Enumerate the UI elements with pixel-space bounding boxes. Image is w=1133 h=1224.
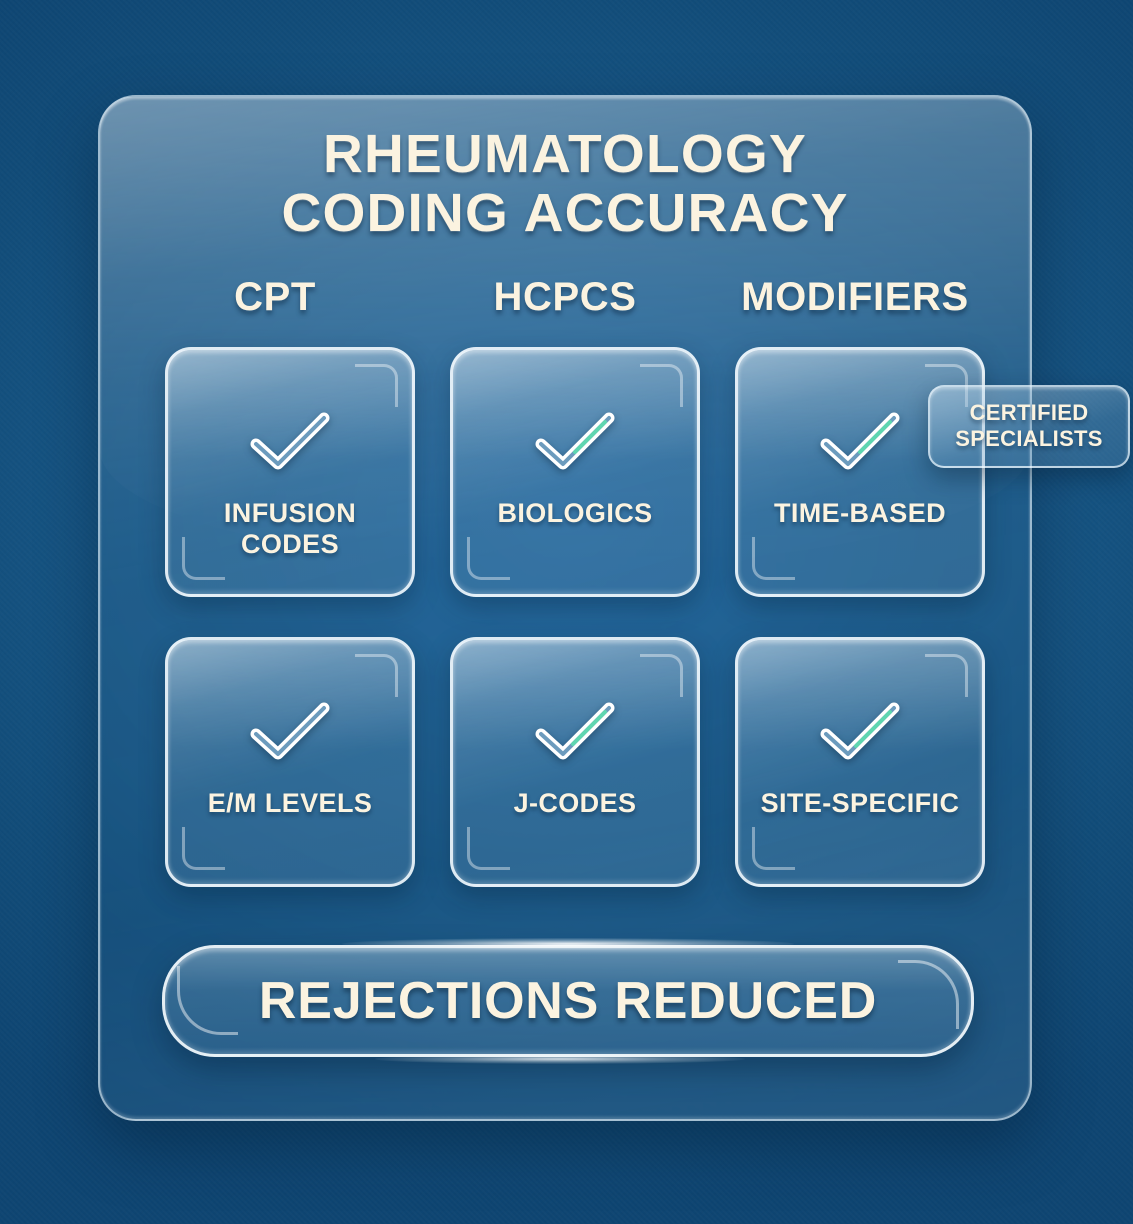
banner-bracket-left [177, 966, 238, 1035]
check-icon [535, 702, 615, 760]
corner-bracket-top-right [640, 364, 683, 407]
card-infusion-codes[interactable]: INFUSION CODES [165, 347, 415, 597]
corner-bracket-top-right [925, 654, 968, 697]
corner-bracket-top-right [355, 654, 398, 697]
check-icon [820, 412, 900, 470]
column-header-modifiers: MODIFIERS [741, 275, 969, 319]
card-label: J-CODES [513, 788, 637, 818]
card-grid: INFUSION CODES BIOLOGICS TIME-BASED [165, 347, 985, 887]
page-title-line-2: CODING ACCURACY [281, 183, 849, 244]
certified-specialists-badge[interactable]: CERTIFIED SPECIALISTS [928, 385, 1130, 469]
page-title-line-1: RHEUMATOLOGY [323, 124, 807, 184]
banner-glow-bottom [374, 1054, 746, 1064]
corner-bracket-bottom-left [467, 537, 510, 580]
card-label: E/M LEVELS [207, 788, 373, 818]
page-title: RHEUMATOLOGY CODING ACCURACY [91, 124, 1040, 244]
check-icon [820, 702, 900, 760]
glass-panel: RHEUMATOLOGY CODING ACCURACY CPT HCPCS M… [98, 95, 1130, 1121]
check-icon [250, 412, 330, 470]
card-em-levels[interactable]: E/M LEVELS [165, 637, 415, 887]
corner-bracket-bottom-left [182, 827, 225, 870]
corner-bracket-top-right [355, 364, 398, 407]
card-j-codes[interactable]: J-CODES [450, 637, 700, 887]
column-headers: CPT HCPCS MODIFIERS [130, 275, 1000, 320]
card-label: INFUSION CODES [223, 498, 357, 560]
banner-label: REJECTIONS REDUCED [258, 972, 878, 1030]
card-label: SITE-SPECIFIC [760, 788, 960, 818]
column-header-cpt: CPT [234, 275, 316, 319]
card-biologics[interactable]: BIOLOGICS [450, 347, 700, 597]
rejections-reduced-banner[interactable]: REJECTIONS REDUCED [162, 938, 974, 1064]
column-header-hcpcs: HCPCS [493, 275, 637, 319]
check-icon [250, 702, 330, 760]
card-site-specific[interactable]: SITE-SPECIFIC [735, 637, 985, 887]
corner-bracket-top-right [640, 654, 683, 697]
card-label: BIOLOGICS [497, 498, 653, 528]
corner-bracket-bottom-left [752, 827, 795, 870]
banner-glow-top [342, 938, 794, 950]
banner-bracket-right [898, 960, 959, 1029]
corner-bracket-bottom-left [467, 827, 510, 870]
check-icon [535, 412, 615, 470]
corner-bracket-bottom-left [752, 537, 795, 580]
card-label: TIME-BASED [774, 498, 946, 528]
